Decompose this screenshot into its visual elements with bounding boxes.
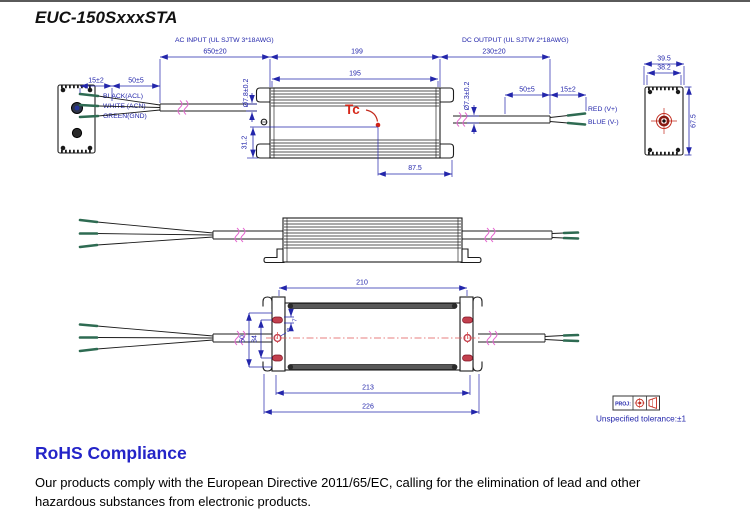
- corner-screw-icon: [647, 89, 681, 153]
- input-cable: [78, 323, 272, 353]
- wire-label-red: RED (V+): [588, 106, 617, 113]
- dim-cable-input-length: 650±20: [203, 49, 226, 56]
- cooling-fins: [284, 220, 461, 249]
- mounting-slot: [272, 354, 283, 362]
- driver-body-top: [269, 87, 441, 159]
- dim-input-cable-diameter: Ø7.8±0.2: [243, 79, 250, 108]
- driver-body-bottom: [284, 302, 461, 371]
- dim-end-width-inner: 38.2: [657, 65, 671, 72]
- dim-body-length: 199: [351, 49, 363, 56]
- dim-end-width-outer: 39.5: [657, 56, 671, 63]
- dim-cable-output-length: 230±20: [482, 49, 505, 56]
- cable-break-mark: [177, 100, 189, 115]
- tc-measure-point: Tc: [345, 102, 381, 128]
- rohs-body-line1: Our products comply with the European Di…: [35, 475, 641, 490]
- side-view: [78, 217, 580, 264]
- wire-label-blue: BLUE (V-): [588, 119, 619, 126]
- dc-output-label: DC OUTPUT (UL SJTW 2*18AWG): [462, 37, 569, 44]
- wire-label-black: BLACK(ACL): [103, 93, 143, 100]
- ac-input-label: AC INPUT (UL SJTW 3*18AWG): [175, 37, 274, 44]
- input-cable: [78, 218, 283, 249]
- output-cable: [453, 112, 587, 127]
- cable-break-mark: [486, 330, 498, 346]
- dim-overall-bracket-length: 226: [362, 404, 374, 411]
- output-cable: [478, 330, 580, 346]
- dim-input-lead-length: 50±5: [128, 78, 144, 85]
- crosshair-target-icon: [651, 108, 677, 134]
- cable-break-mark: [234, 227, 246, 243]
- dim-input-strip-length: 15±2: [88, 78, 104, 85]
- tc-label: Tc: [345, 102, 360, 117]
- top-view: Tc: [78, 87, 587, 176]
- mounting-foot: [263, 248, 285, 264]
- right-end-view: 39.5 38.2 67.5: [643, 56, 698, 156]
- dim-hole-diameter: 6: [286, 328, 289, 334]
- dim-tc-horizontal-offset: 87.5: [408, 165, 422, 172]
- mounting-foot: [460, 248, 482, 264]
- dim-fin-length: 195: [349, 71, 361, 78]
- technical-drawing-svg: BLACK(ACL) WHITE (ACN) GREEN(GND): [57, 37, 698, 424]
- dim-bracket-height: 50: [240, 335, 247, 343]
- mounting-bracket-right: [459, 296, 483, 372]
- rohs-heading: RoHS Compliance: [35, 443, 187, 463]
- projection-cone-icon: [648, 396, 657, 410]
- projection-label: PROJ:: [615, 402, 631, 408]
- dim-output-strip-length: 15±2: [560, 87, 576, 94]
- rohs-section: RoHS Compliance Our products comply with…: [35, 443, 640, 512]
- mounting-slot: [462, 316, 473, 324]
- rohs-body: Our products comply with the European Di…: [35, 474, 640, 512]
- wire-label-green: GREEN(GND): [103, 113, 147, 120]
- dim-output-cable-diameter: Ø7.3±0.2: [464, 82, 471, 111]
- dim-output-lead-length: 50±5: [519, 87, 535, 94]
- mounting-ears: [255, 87, 455, 159]
- driver-body-side: [282, 217, 463, 263]
- dim-mounting-hole-span: 213: [362, 385, 374, 392]
- cooling-fins: [271, 90, 439, 156]
- mounting-slot: [272, 316, 283, 324]
- top-view-dimensions: AC INPUT (UL SJTW 3*18AWG) DC OUTPUT (UL…: [79, 37, 587, 177]
- projection-box: PROJ:: [612, 395, 660, 411]
- input-cable: [78, 92, 257, 119]
- bottom-view: 210: [78, 280, 580, 415]
- mounting-slot: [462, 354, 473, 362]
- dim-mounting-body-length: 210: [356, 280, 368, 287]
- tolerance-note: Unspecified tolerance:±1: [596, 415, 687, 424]
- output-cable: [462, 227, 580, 243]
- cable-break-mark: [456, 112, 468, 127]
- dim-slot-span: 34: [252, 335, 259, 343]
- cable-break-mark: [234, 330, 246, 346]
- top-border-line: [0, 0, 750, 2]
- dim-slot-width: 7: [293, 318, 299, 321]
- rohs-body-line2: hazardous substances from electronic pro…: [35, 493, 312, 509]
- projection-circle-icon: [634, 398, 645, 408]
- dim-end-height: 67.5: [691, 114, 698, 128]
- corner-screw-icon: [60, 87, 93, 151]
- cable-break-mark: [484, 227, 496, 243]
- dim-tc-vertical-offset: 31.2: [242, 136, 249, 150]
- output-wire-labels: RED (V+) BLUE (V-): [588, 106, 619, 126]
- part-number-title: EUC-150SxxxSTA: [35, 8, 178, 27]
